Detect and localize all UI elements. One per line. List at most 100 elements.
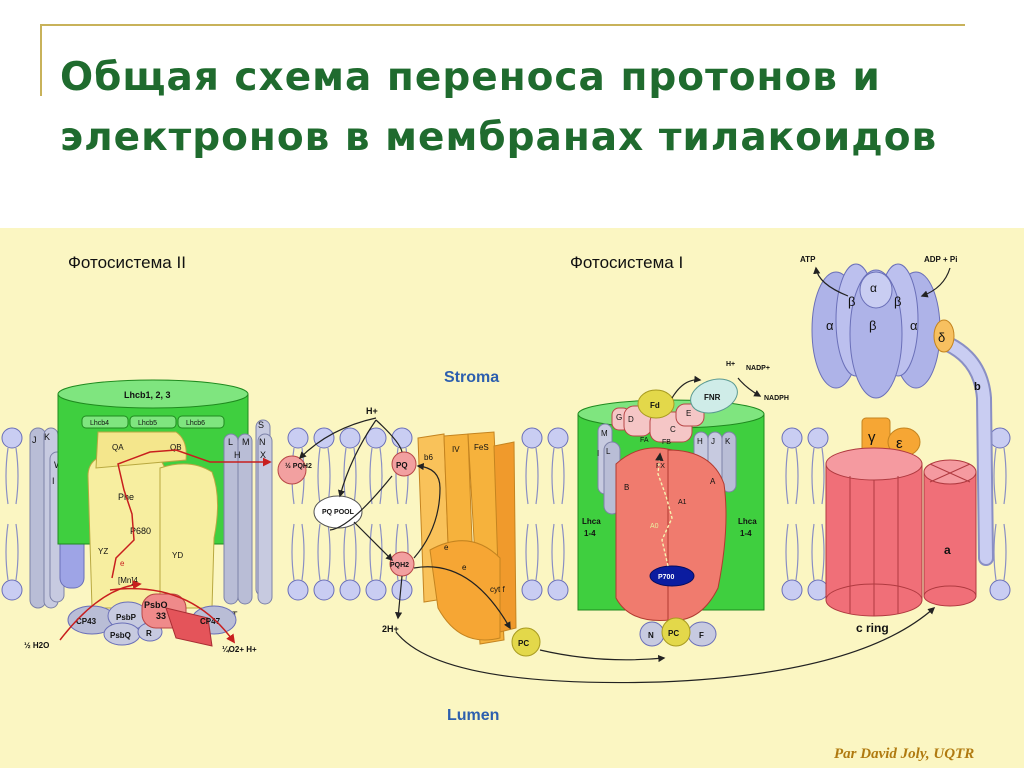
psii-lhcb-top — [57, 379, 249, 409]
psii-lhcb5-text: Lhcb5 — [138, 420, 157, 427]
psii-l-text: L — [228, 437, 233, 447]
psii-e-label: e — [120, 559, 125, 568]
lipid-tail — [993, 447, 997, 505]
psi-electron-path — [655, 452, 673, 567]
lipid-head — [547, 579, 569, 601]
lipid-head — [781, 427, 803, 449]
thylakoid-figure: Фотосистема II Фотосистема I Stroma Lume… — [0, 228, 1024, 768]
lipid-head — [521, 427, 543, 449]
psii-qb-text: QB — [170, 443, 182, 452]
psi-pc-text: PC — [668, 629, 679, 638]
lipid-tail — [561, 447, 565, 505]
lipid-tail — [353, 523, 357, 581]
psi-fnr — [690, 378, 738, 414]
atp-beta-3-text: β — [869, 318, 876, 333]
title-rule-top — [40, 24, 965, 26]
psii-subunit-m — [237, 433, 253, 605]
lipid-head — [391, 427, 413, 449]
stroma-label: Stroma — [444, 369, 499, 386]
pq-pool-text: PQ POOL — [322, 509, 355, 516]
psi-i-text: I — [597, 449, 599, 458]
psi-j-text: J — [711, 437, 715, 446]
atp-beta-1-text: β — [848, 294, 855, 309]
lipid-head — [989, 579, 1011, 601]
psii-m-text: M — [242, 437, 250, 447]
lipid-tail — [993, 523, 997, 581]
pqh2-half-bubble — [277, 455, 307, 485]
psii-x-text: X — [260, 450, 266, 460]
atp-beta-center — [849, 269, 903, 399]
pq-bubble — [391, 451, 417, 477]
psi-fx-text: FX — [656, 463, 665, 470]
atp-delta — [933, 319, 955, 353]
psii-cp43-text: CP43 — [76, 617, 97, 626]
psii-k-text: K — [44, 432, 50, 442]
psii-n-text: N — [259, 437, 266, 447]
atp-alpha-1-text: α — [826, 318, 834, 333]
lipid-tail — [369, 523, 373, 581]
lipid-tail — [343, 523, 347, 581]
lumen-proton-arrow — [395, 607, 936, 684]
psi-pc-bubble — [661, 617, 691, 647]
cyt-f-text: cyt f — [490, 585, 505, 594]
psi-core-b — [615, 447, 673, 622]
lipid-head — [807, 579, 829, 601]
lipid-head — [365, 427, 387, 449]
atp-adp-text: ADP + Pi — [924, 255, 957, 264]
cyt-iv-text: IV — [452, 445, 460, 454]
psii-core-upper — [95, 431, 187, 469]
lipid-tail — [821, 447, 825, 505]
lipid-head — [1, 427, 23, 449]
lipid-head — [521, 579, 543, 601]
psi-p700 — [649, 565, 695, 587]
atp-a-subunit — [923, 471, 977, 597]
lumen-label: Lumen — [447, 707, 499, 724]
lipid-tail — [353, 447, 357, 505]
atp-c-ring-text: c ring — [856, 621, 889, 635]
psii-lhcb6-text: Lhcb6 — [186, 420, 205, 427]
psii-lhcb4 — [81, 415, 129, 429]
stroma-h-text: H+ — [366, 406, 378, 416]
psi-e-text: E — [686, 409, 691, 418]
atp-synthase: b α α α β β β δ γ ε c ring a — [800, 255, 994, 635]
lipid-tail — [551, 447, 555, 505]
cytochrome-b6f: b6 IV FeS cyt f e e PC — [413, 431, 666, 663]
psii-psbo-cylinder — [165, 607, 213, 647]
psi-g-text: G — [616, 413, 622, 422]
psii-s-text: S — [258, 420, 264, 430]
psi-fd-text: Fd — [650, 401, 660, 410]
plastoquinone-pool: ½ PQH2 PQ POOL H+ 2H+ PQ PQH2 — [277, 406, 417, 634]
atp-alpha-top — [859, 271, 893, 309]
lipid-tail — [821, 523, 825, 581]
psi-a0-text: A0 — [650, 523, 659, 530]
cyt-e2-text: e — [462, 563, 467, 572]
psii-p680-text: P680 — [130, 526, 151, 536]
lipid-head — [989, 427, 1011, 449]
lipid-tail — [795, 447, 799, 505]
psii-lhcb-text: Lhcb1, 2, 3 — [124, 390, 171, 400]
psi-f-text: F — [699, 631, 704, 640]
psii-i-text: I — [52, 476, 55, 486]
lipid-tail — [1003, 523, 1007, 581]
lumen-2h-text: 2H+ — [382, 624, 399, 634]
lipid-tail — [795, 523, 799, 581]
slide-title: Общая схема переноса протонов и электрон… — [60, 48, 1010, 168]
atp-c-ring-top — [825, 447, 923, 481]
lipid-tail — [535, 447, 539, 505]
atp-atp-text: ATP — [800, 255, 816, 264]
psi-b-text: B — [624, 483, 629, 492]
photosystem-1-label: Фотосистема I — [570, 253, 683, 272]
lipid-head — [365, 579, 387, 601]
psii-psbo-text: PsbO — [144, 600, 168, 610]
psi-lhca-right-text: Lhca — [738, 517, 757, 526]
psi-fd — [637, 389, 675, 419]
psii-h-text: H — [234, 450, 241, 460]
lipid-tail — [317, 523, 321, 581]
atp-alpha-2-text: α — [910, 318, 918, 333]
psii-subunit-x — [257, 433, 273, 605]
psii-yd-text: YD — [172, 551, 183, 560]
lipid-tail — [291, 523, 295, 581]
credit-label: Par David Joly, UQTR — [834, 746, 974, 762]
pc-mid-text: PC — [518, 639, 529, 648]
atp-a-text: a — [944, 543, 951, 557]
